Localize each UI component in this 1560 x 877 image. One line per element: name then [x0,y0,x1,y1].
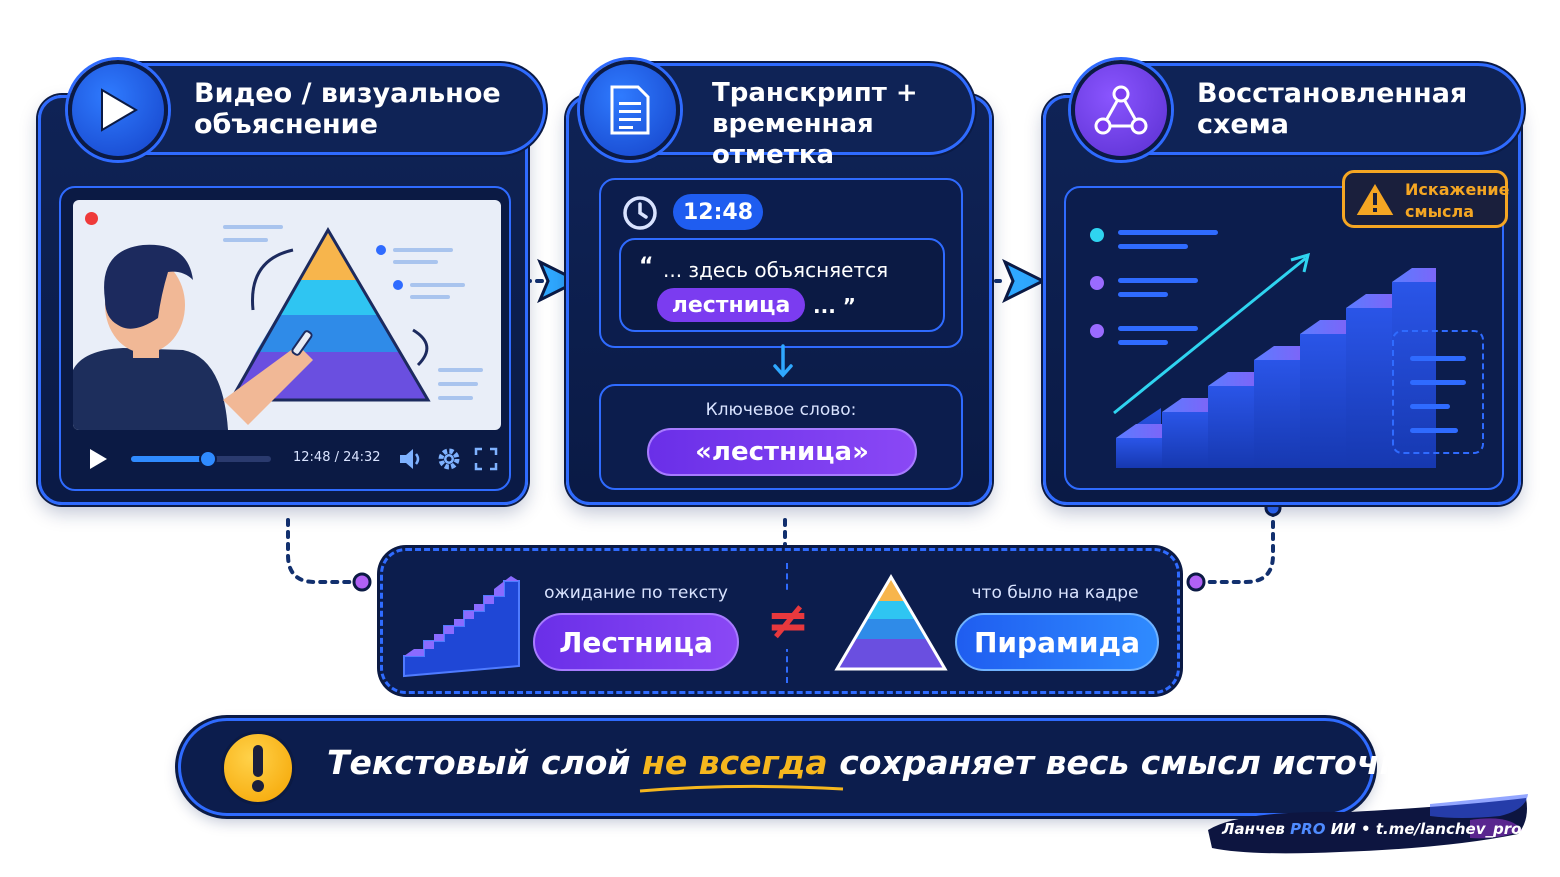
volume-icon[interactable] [397,446,425,472]
staircase-illustration [1113,252,1436,468]
transcript-card-title: Транскрипт + временная отметка [712,78,918,170]
quote-tail: ... ” [813,294,856,318]
gear-icon[interactable] [435,445,463,473]
video-card: Видео / визуальное объяснение [38,60,546,505]
transcript-entry: 12:48 “ ... здесь объясняется лестница .… [599,178,963,348]
connector-node-left [352,572,372,592]
summary-banner: Текстовый слой не всегда сохраняет весь … [178,718,1470,816]
watermark-author: Ланчев [1222,820,1285,838]
timestamp-badge: 12:48 [673,194,763,230]
warning-icon [1353,180,1397,217]
stair-step-top [1392,268,1436,282]
connector-node-right [1186,572,1206,592]
highlight-underline [639,784,844,793]
summary-text-part2: сохраняет весь смысл источника [839,743,1471,782]
time-display: 12:48 / 24:32 [293,450,381,465]
stair-step-front [1300,334,1346,468]
summary-text-part1: Текстовый слой [327,743,631,782]
connector-video-compare [286,518,362,584]
transcript-card-header: Транскрипт + временная отметка [580,60,975,170]
comparison-panel: ожидание по тексту Лестница ≠ что было н… [380,548,1180,694]
arrow-down-icon [773,344,793,378]
stair-step-front [1116,438,1162,468]
document-icon [580,60,680,160]
video-player[interactable]: 12:48 / 24:32 [59,186,511,491]
keyword-label: Ключевое слово: [705,400,857,420]
record-indicator [85,212,98,225]
highlight-word: лестница [657,288,805,322]
watermark-channel: t.me/lanchev_pro_ai [1375,820,1545,838]
stair-step-front [1162,412,1208,468]
clock-icon [623,196,657,230]
keyword-value: «лестница» [647,428,917,476]
watermark-text: Ланчев PRO ИИ • t.me/lanchev_pro_ai [1222,820,1544,838]
arrow-right-icon [537,258,582,304]
not-equal-sign: ≠ [765,591,811,651]
watermark: Ланчев PRO ИИ • t.me/lanchev_pro_ai [1200,790,1544,860]
player-play-icon[interactable] [85,446,111,472]
summary-highlight-text: не всегда [642,743,828,782]
video-card-title: Видео / визуальное объяснение [194,78,501,140]
frame-value: Пирамида [955,613,1159,671]
stair-step-front [1392,282,1436,468]
schema-canvas: Искажение смысла [1064,170,1509,490]
dashed-notes-box [1392,330,1484,454]
progress-track[interactable] [131,450,271,468]
schema-card-header: Восстановленная схема [1071,60,1524,160]
progress-handle[interactable] [199,450,217,468]
watermark-dot: • [1361,820,1371,838]
play-icon [68,60,168,160]
video-card-header: Видео / визуальное объяснение [68,60,546,160]
distortion-warning: Искажение смысла [1342,170,1510,228]
schema-bullet-item [1090,228,1230,258]
exclamation-icon [221,731,295,805]
lecture-illustration [73,225,483,430]
connector-schema-compare [1196,508,1275,584]
summary-text: Текстовый слой не всегда сохраняет весь … [327,743,1471,793]
warning-text: Искажение смысла [1405,180,1510,221]
frame-caption: что было на кадре [971,583,1139,603]
summary-highlight: не всегда [639,743,844,793]
video-frame [73,200,501,430]
stair-step-front [1208,386,1254,468]
schema-bullet-item [1090,324,1230,354]
expectation-caption: ожидание по тексту [544,583,728,603]
staircase-icon [403,576,520,678]
quote-box: “ ... здесь объясняется лестница ... ” [619,238,945,332]
fullscreen-icon[interactable] [473,446,499,472]
brush-stroke-background [1208,794,1528,854]
progress-fill [131,456,208,462]
expectation-value: Лестница [533,613,739,671]
schema-bullet-item [1090,276,1230,306]
schema-card-title: Восстановленная схема [1197,78,1468,140]
arrow-right-icon [1002,258,1047,304]
quote-text: ... здесь объясняется [663,258,889,282]
watermark-pro: PRO [1290,820,1326,838]
keyword-box: Ключевое слово: «лестница» [599,384,963,490]
pyramid-icon [834,574,948,671]
graph-nodes-icon [1071,60,1171,160]
stair-step-front [1254,360,1300,468]
transcript-card: Транскрипт + временная отметка 12:48 “ .… [566,60,992,505]
stair-step-front [1346,308,1392,468]
quote-open-mark: “ [639,254,654,279]
watermark-ai: ИИ [1330,820,1356,838]
schema-card: Восстановленная схема Искажение смысла [1043,60,1524,505]
